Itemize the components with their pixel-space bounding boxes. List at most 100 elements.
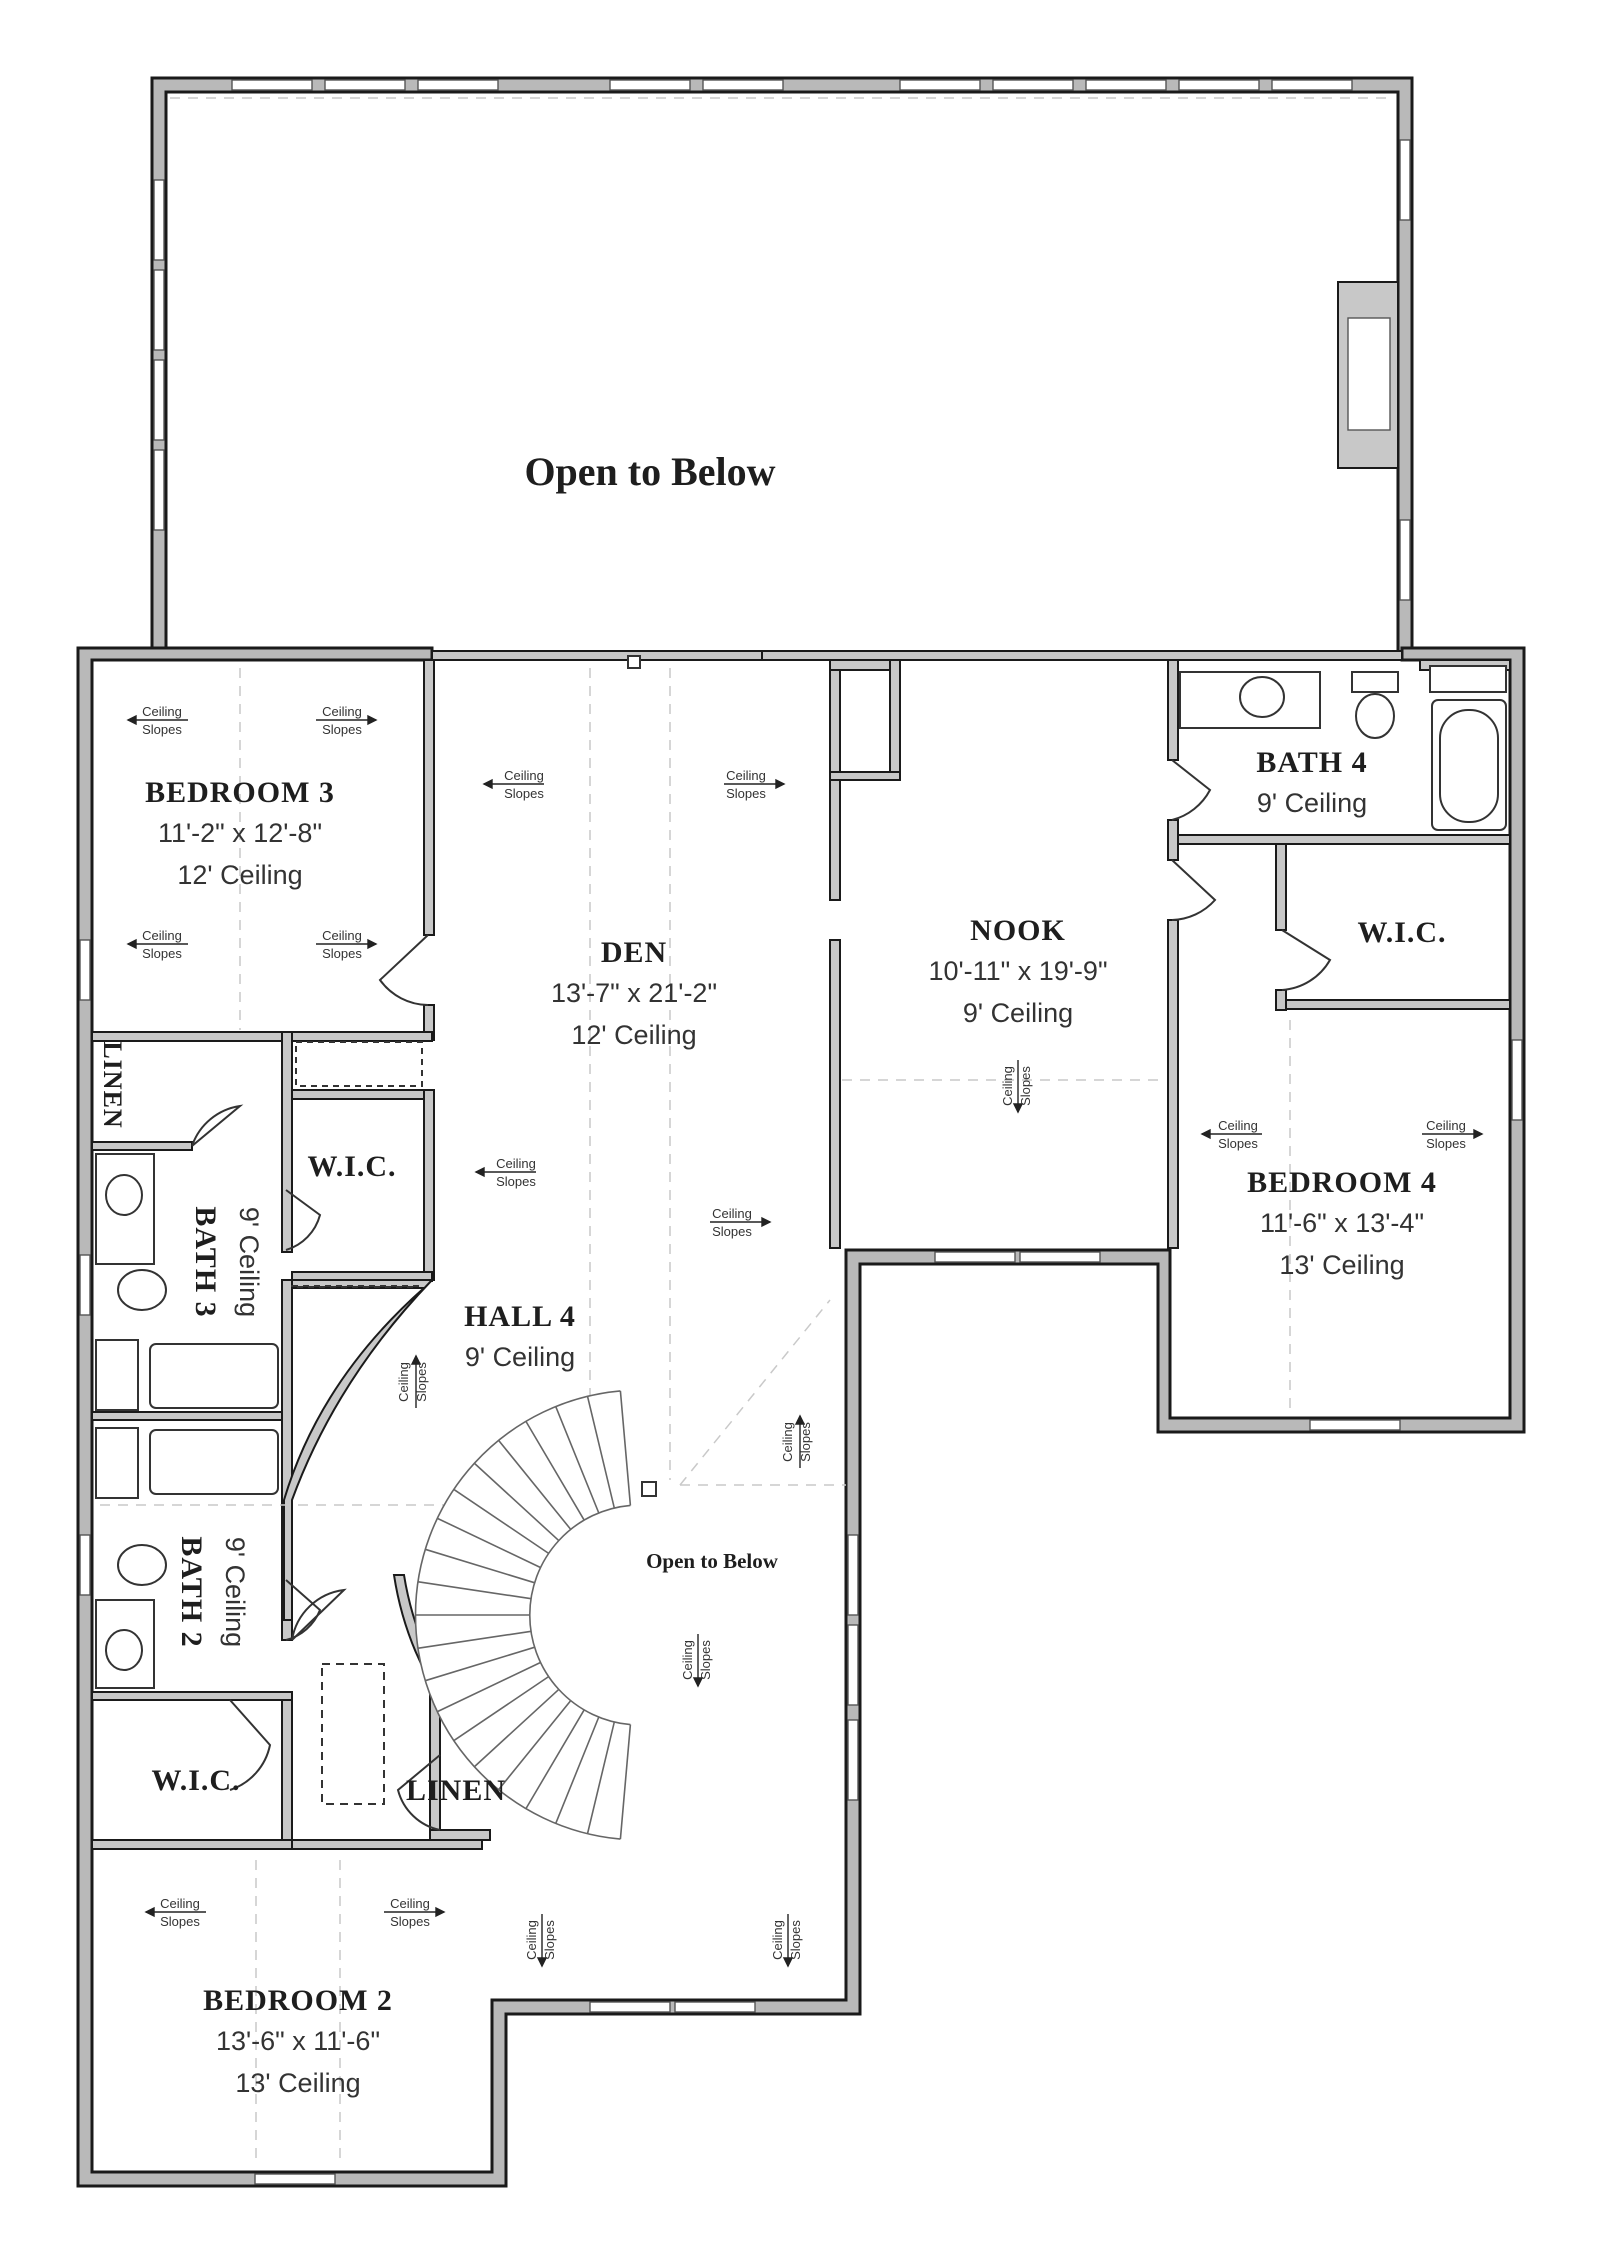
linen-shelf: [295, 1041, 423, 1087]
window: [847, 1624, 859, 1706]
window: [847, 1534, 859, 1616]
svg-text:Slopes: Slopes: [160, 1914, 200, 1929]
wall: [1285, 999, 1511, 1010]
door: [378, 934, 429, 1006]
window: [1399, 139, 1411, 221]
stair-tread: [586, 1396, 616, 1509]
stair-tread: [473, 1688, 560, 1768]
labels: Open to Below Open to Below BEDROOM 3 11…: [98, 449, 1446, 2098]
window: [1085, 79, 1167, 91]
svg-text:Ceiling: Ceiling: [390, 1896, 430, 1911]
room-ceiling-bath2: 9' Ceiling: [220, 1537, 250, 1647]
svg-text:Ceiling: Ceiling: [142, 704, 182, 719]
door: [396, 1754, 441, 1831]
wall: [423, 1089, 435, 1281]
stair-tread: [473, 1462, 560, 1542]
window: [899, 79, 981, 91]
wall: [91, 1691, 293, 1701]
window: [934, 1251, 1016, 1263]
wall: [91, 1839, 293, 1850]
fixtures: [95, 655, 1507, 1805]
wall: [1275, 989, 1287, 1011]
svg-text:Slopes: Slopes: [1218, 1136, 1258, 1151]
window: [702, 79, 784, 91]
room-ceiling-bedroom2: 13' Ceiling: [235, 2068, 360, 2098]
svg-text:Slopes: Slopes: [798, 1422, 813, 1462]
wall: [1167, 919, 1179, 1249]
shower-box: [95, 1427, 139, 1499]
sink: [1239, 676, 1285, 718]
door: [291, 1588, 347, 1641]
shower-box: [95, 1339, 139, 1411]
toilet-bowl: [117, 1269, 167, 1311]
svg-text:Ceiling: Ceiling: [142, 928, 182, 943]
shower-box: [1429, 665, 1507, 693]
sink: [105, 1174, 143, 1216]
door: [229, 1699, 272, 1791]
bathtub: [149, 1429, 279, 1495]
window: [1511, 1039, 1523, 1121]
wall: [1167, 819, 1179, 861]
svg-text:Slopes: Slopes: [496, 1174, 536, 1189]
slope-marker: Ceiling Slopes: [770, 1914, 803, 1968]
stair-tread: [554, 1716, 600, 1824]
room-name-bedroom3: BEDROOM 3: [145, 776, 335, 809]
svg-text:Slopes: Slopes: [698, 1640, 713, 1680]
window: [153, 179, 165, 261]
room-ceiling-nook: 9' Ceiling: [963, 998, 1073, 1028]
window: [79, 939, 91, 1001]
stair-tread: [525, 1709, 585, 1810]
wall-nook-top: [761, 650, 1403, 661]
svg-text:Slopes: Slopes: [504, 786, 544, 801]
stair-tread: [453, 1488, 550, 1555]
svg-text:Ceiling: Ceiling: [1000, 1066, 1015, 1106]
door: [1281, 929, 1332, 991]
window: [1309, 1419, 1401, 1431]
window: [992, 79, 1074, 91]
svg-text:Slopes: Slopes: [390, 1914, 430, 1929]
room-dims-bedroom2: 13'-6" x 11'-6": [216, 2026, 380, 2056]
room-ceiling-bath4: 9' Ceiling: [1257, 788, 1367, 818]
bathtub-basin: [1439, 709, 1499, 823]
svg-text:Ceiling: Ceiling: [726, 768, 766, 783]
stair-tread: [417, 1580, 532, 1600]
svg-text:Ceiling: Ceiling: [322, 704, 362, 719]
wall: [291, 1089, 433, 1100]
svg-text:Slopes: Slopes: [414, 1362, 429, 1402]
window: [1271, 79, 1353, 91]
window: [79, 1254, 91, 1316]
wall: [1275, 843, 1287, 931]
svg-text:Ceiling: Ceiling: [770, 1920, 785, 1960]
stair-tread: [436, 1661, 542, 1713]
room-name-bath2: BATH 2: [175, 1536, 208, 1647]
room-ceiling-bedroom4: 13' Ceiling: [1279, 1250, 1404, 1280]
room-name-hall4: HALL 4: [464, 1300, 576, 1333]
window: [153, 449, 165, 531]
room-name-wic-bottom: W.I.C.: [151, 1764, 240, 1797]
wall: [1177, 834, 1511, 845]
window: [417, 79, 499, 91]
svg-text:Slopes: Slopes: [322, 946, 362, 961]
window: [1019, 1251, 1101, 1263]
stair-post: [641, 1481, 657, 1497]
window: [1399, 519, 1411, 601]
room-name-den: DEN: [601, 936, 667, 969]
wall-curve-left: [283, 1279, 435, 1621]
chase: [291, 1285, 419, 1288]
sink: [105, 1629, 143, 1671]
stair-tread: [497, 1439, 572, 1531]
svg-text:Slopes: Slopes: [1426, 1136, 1466, 1151]
stair-tread: [424, 1646, 536, 1682]
svg-text:Ceiling: Ceiling: [1218, 1118, 1258, 1133]
wall: [429, 1829, 491, 1841]
svg-text:Ceiling: Ceiling: [712, 1206, 752, 1221]
svg-text:Ceiling: Ceiling: [322, 928, 362, 943]
